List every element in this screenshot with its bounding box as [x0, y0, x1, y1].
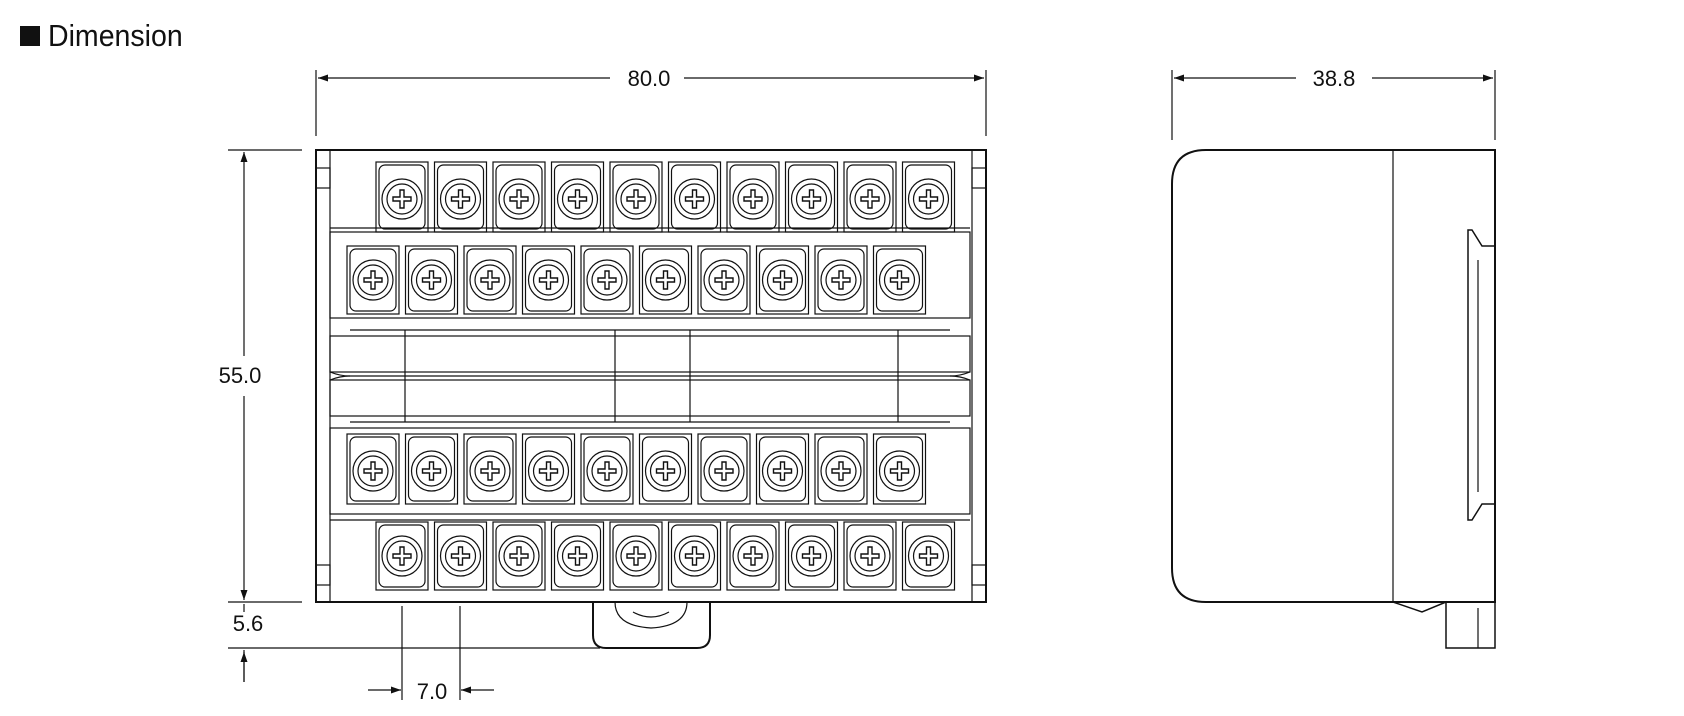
section-heading: Dimension — [20, 18, 194, 54]
side-din-clip — [1392, 600, 1496, 649]
bottom-offset-label: 5.6 — [233, 611, 264, 636]
front-body-outline — [315, 149, 987, 603]
terminal-screw — [901, 521, 956, 591]
terminal-screw — [463, 245, 517, 315]
terminal-screw — [609, 521, 663, 591]
front-height-label: 55.0 — [219, 363, 262, 388]
terminal-screw — [901, 161, 956, 233]
front-center-channel — [329, 329, 971, 423]
terminal-screw — [521, 245, 576, 315]
terminal-blocks — [346, 161, 956, 591]
terminal-screw — [667, 521, 722, 591]
terminal-screw — [609, 161, 663, 233]
side-dimension-lines — [1171, 70, 1496, 140]
terminal-row-frame — [329, 427, 971, 515]
terminal-screw — [375, 161, 429, 233]
terminal-screw — [755, 433, 810, 505]
terminal-screw — [433, 521, 488, 591]
terminal-screw — [521, 433, 576, 505]
terminal-screw — [872, 433, 927, 505]
terminal-screw — [492, 161, 546, 233]
terminal-screw — [638, 433, 693, 505]
terminal-screw — [346, 245, 400, 315]
terminal-screw — [550, 521, 605, 591]
terminal-screw — [697, 245, 751, 315]
section-title: Dimension — [48, 18, 183, 53]
filled-square-icon — [20, 26, 40, 46]
terminal-screw — [404, 433, 459, 505]
terminal-screw — [784, 161, 839, 233]
terminal-screw — [346, 433, 400, 505]
terminal-screw — [726, 521, 780, 591]
terminal-screw — [492, 521, 546, 591]
terminal-screw — [872, 245, 927, 315]
terminal-screw — [843, 521, 897, 591]
front-dimension-lines — [228, 70, 987, 700]
terminal-screw — [667, 161, 722, 233]
front-view — [315, 149, 987, 649]
terminal-screw — [375, 521, 429, 591]
terminal-screw — [433, 161, 488, 233]
terminal-screw — [697, 433, 751, 505]
front-width-label: 80.0 — [628, 66, 671, 91]
terminal-screw — [404, 245, 459, 315]
terminal-screw — [550, 161, 605, 233]
terminal-pitch-label: 7.0 — [417, 679, 448, 704]
terminal-screw — [580, 433, 634, 505]
terminal-screw — [814, 245, 868, 315]
terminal-screw — [755, 245, 810, 315]
terminal-screw — [463, 433, 517, 505]
terminal-screw — [814, 433, 868, 505]
side-view — [1171, 149, 1496, 649]
terminal-screw — [843, 161, 897, 233]
terminal-screw — [726, 161, 780, 233]
terminal-screw — [784, 521, 839, 591]
din-clip-tab — [592, 602, 711, 649]
terminal-screw — [580, 245, 634, 315]
terminal-screw — [638, 245, 693, 315]
side-body-outline — [1171, 149, 1496, 603]
side-depth-label: 38.8 — [1313, 66, 1356, 91]
